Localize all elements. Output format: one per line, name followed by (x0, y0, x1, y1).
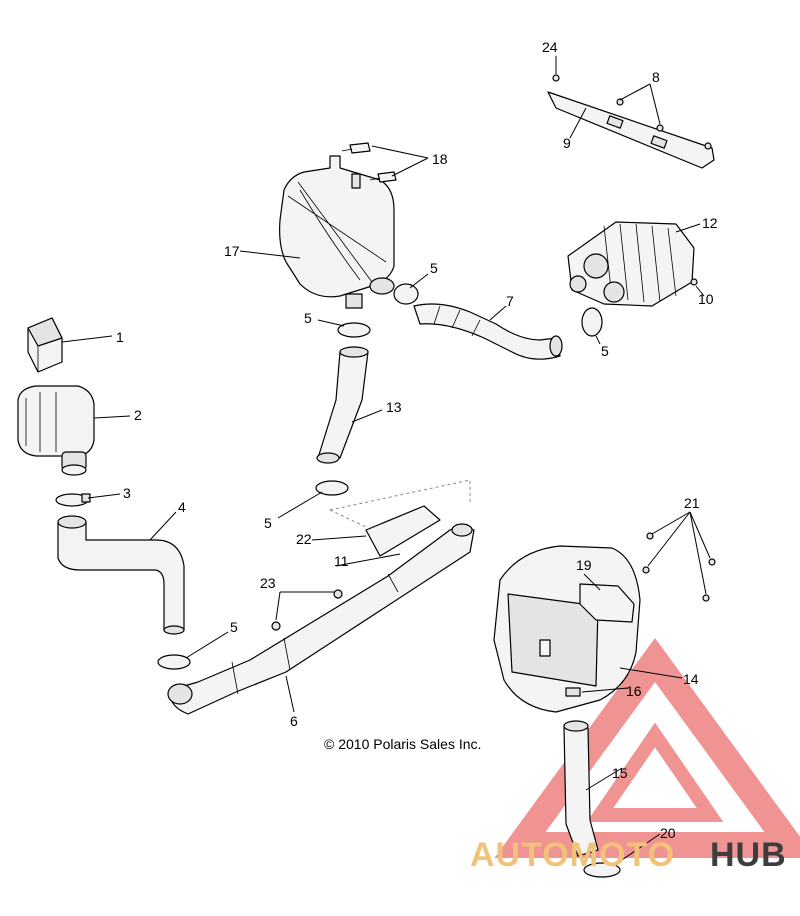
callout-2: 2 (134, 407, 142, 423)
callout-5b: 5 (430, 260, 438, 276)
callout-24: 24 (542, 39, 558, 55)
part-10-bolt (690, 278, 698, 286)
callout-5a: 5 (304, 310, 312, 326)
callout-14: 14 (683, 671, 699, 687)
part-22-seal-pad (365, 505, 441, 557)
part-23-screw-a (271, 621, 281, 631)
callout-18: 18 (432, 151, 448, 167)
callout-5e: 5 (230, 619, 238, 635)
part-5-clamp-a (337, 322, 371, 338)
callout-6: 6 (290, 713, 298, 729)
part-16-tab (565, 687, 581, 697)
callout-labels: 1 2 3 4 5 5 5 5 5 6 7 8 9 10 11 12 13 14… (116, 39, 718, 841)
part-15-lower-tube (563, 720, 599, 857)
part-9-bracket (547, 91, 715, 169)
callout-22: 22 (296, 531, 312, 547)
part-7-hose (413, 303, 563, 360)
part-23-screw-b (333, 589, 343, 599)
part-21-screw-a (646, 532, 654, 540)
callout-17: 17 (224, 243, 240, 259)
callout-8: 8 (652, 69, 660, 85)
part-21-screw-b (642, 566, 650, 574)
part-5-clamp-d (581, 307, 603, 337)
copyright-text: © 2010 Polaris Sales Inc. (324, 736, 481, 752)
part-8-nut-a (616, 98, 624, 106)
callout-20: 20 (660, 825, 676, 841)
callout-15: 15 (612, 765, 628, 781)
callout-4: 4 (178, 499, 186, 515)
part-20-clamp (583, 862, 621, 878)
part-6-duct (167, 523, 475, 715)
callout-5c: 5 (601, 343, 609, 359)
part-17-airbox-housing (279, 155, 395, 309)
part-24-screw (552, 74, 560, 82)
leader-lines (61, 56, 711, 865)
part-13-tube (316, 346, 369, 464)
callout-12: 12 (702, 215, 718, 231)
callout-10: 10 (698, 291, 714, 307)
assembly-outline-dashed (329, 479, 471, 529)
part-12-engine (567, 221, 695, 307)
part-21-screw-d (702, 594, 710, 602)
part-14-filter-assembly (493, 545, 641, 713)
part-3-clamp (55, 493, 91, 507)
part-21-screw-c (708, 558, 716, 566)
callout-7: 7 (506, 293, 514, 309)
part-1-filter-block (27, 317, 63, 373)
callout-5d: 5 (264, 515, 272, 531)
callout-19: 19 (576, 557, 592, 573)
callout-9: 9 (563, 135, 571, 151)
callout-21: 21 (684, 495, 700, 511)
part-19-foam-block (579, 583, 635, 623)
callout-13: 13 (386, 399, 402, 415)
part-5-clamp-b (393, 283, 419, 305)
callout-3: 3 (123, 485, 131, 501)
part-24-screw-b (704, 142, 712, 150)
callout-1: 1 (116, 329, 124, 345)
part-8-nut-b (656, 124, 664, 132)
part-2-airbox-cover (17, 385, 95, 476)
part-4-bent-duct (57, 515, 185, 635)
part-5-clamp-e (157, 654, 191, 670)
callout-16: 16 (626, 683, 642, 699)
watermark-auto-text: AUTOMOTO (470, 836, 675, 874)
part-5-clamp-c (315, 480, 349, 496)
watermark-hub-text: HUB (710, 836, 787, 874)
callout-11: 11 (334, 553, 349, 569)
part-18-screws (341, 142, 397, 183)
callout-23: 23 (260, 575, 276, 591)
